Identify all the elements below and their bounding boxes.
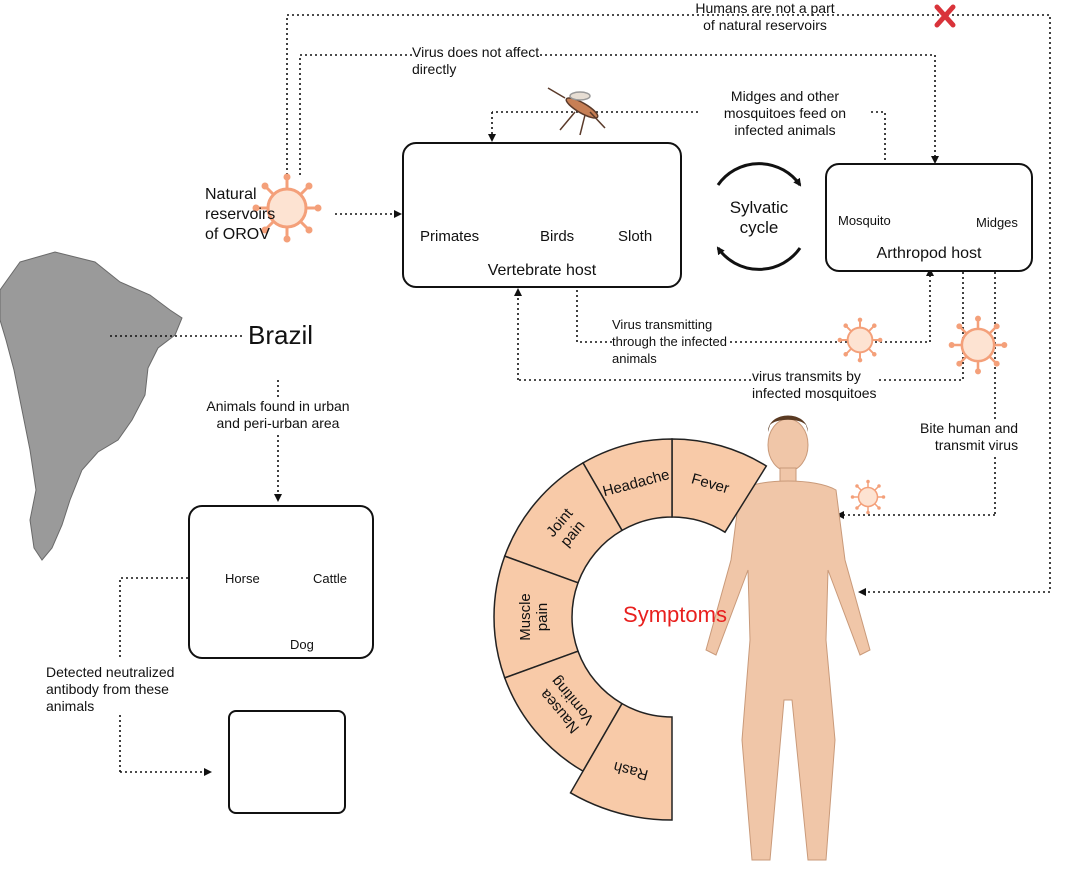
animal-label-horse: Horse xyxy=(225,571,260,586)
virus-affect-note: Virus does not affect directly xyxy=(412,44,540,78)
reservoir-label-line: of OROV xyxy=(205,226,270,243)
bite-note: Bite human and transmit virus xyxy=(920,420,1019,454)
animal-label-dog: Dog xyxy=(290,637,314,652)
antibody-line: animals xyxy=(46,698,95,714)
midges-feed-note: Midges and other mosquitoes feed on infe… xyxy=(700,88,870,139)
virus-affect-line: Virus does not affect xyxy=(412,44,540,60)
symptoms-ring: FeverHeadacheJointpainMusclepainNauseaVo… xyxy=(493,438,768,821)
transmitting-line: through the infected xyxy=(612,334,727,349)
animal-label-cattle: Cattle xyxy=(313,571,347,586)
midges-feed-line: mosquitoes feed on xyxy=(723,105,847,121)
transmits-line: infected mosquitoes xyxy=(752,385,877,401)
insect-label-mosquito: Mosquito xyxy=(838,213,891,228)
symptom-segment xyxy=(569,702,673,821)
mosquito-icon xyxy=(547,87,606,136)
flow-connectors xyxy=(110,14,1051,776)
symptom-segment xyxy=(671,438,768,534)
animal-label-sloth: Sloth xyxy=(618,228,653,245)
urban-line: Animals found in urban xyxy=(206,398,350,414)
symptom-segment xyxy=(493,555,579,679)
symptom-label: Musclepain xyxy=(517,593,551,641)
bite-line: transmit virus xyxy=(934,437,1019,453)
humans-note: Humans are not a part of natural reservo… xyxy=(680,0,850,34)
vertebrate-host-box xyxy=(402,142,682,288)
bite-line: Bite human and xyxy=(920,420,1019,436)
virus-icon xyxy=(836,316,884,364)
symptom-segment xyxy=(581,438,673,532)
midges-feed-line: infected animals xyxy=(734,122,836,138)
symptom-segment xyxy=(503,461,624,584)
reservoir-label-line: Natural xyxy=(205,186,257,203)
antibody-box xyxy=(228,710,346,814)
domestic-animals-box xyxy=(188,505,374,659)
cross-icon xyxy=(934,4,956,28)
vertebrate-host-title: Vertebrate host xyxy=(487,262,597,279)
animal-label-birds: Birds xyxy=(540,228,575,245)
sylvatic-line: cycle xyxy=(739,218,779,237)
virus-affect-line: directly xyxy=(412,61,457,77)
sylvatic-line: Sylvatic xyxy=(729,198,789,217)
humans-note-line: of natural reservoirs xyxy=(703,17,827,33)
reservoir-label-line: reservoirs xyxy=(205,206,276,223)
symptoms-title: Symptoms xyxy=(623,602,727,627)
sylvatic-cycle-arrows xyxy=(716,162,802,271)
transmits-note: virus transmits by infected mosquitoes xyxy=(752,368,877,402)
antibody-line: Detected neutralized xyxy=(46,664,175,680)
reservoir-label: Natural reservoirs of OROV xyxy=(205,185,275,245)
midges-feed-line: Midges and other xyxy=(730,88,840,104)
antibody-line: antibody from these xyxy=(46,681,169,697)
human-figure xyxy=(705,415,871,861)
transmitting-line: Virus transmitting xyxy=(612,317,713,332)
animal-label-primates: Primates xyxy=(420,228,480,245)
brazil-label: Brazil xyxy=(248,320,314,350)
virus-icon xyxy=(850,479,886,515)
transmitting-line: animals xyxy=(612,351,657,366)
symptom-segment xyxy=(503,650,624,773)
arthropod-host-box xyxy=(825,163,1033,272)
urban-note: Animals found in urban and peri-urban ar… xyxy=(190,398,366,432)
virus-icon xyxy=(947,314,1009,376)
transmitting-note: Virus transmitting through the infected … xyxy=(612,316,727,367)
sylvatic-cycle-label: Sylvatic cycle xyxy=(712,198,806,238)
insect-label-midges: Midges xyxy=(976,215,1018,230)
arthropod-host-title: Arthropod host xyxy=(876,245,982,262)
transmits-line: virus transmits by xyxy=(752,368,861,384)
urban-line: and peri-urban area xyxy=(216,415,340,431)
south-america-map xyxy=(0,251,183,561)
humans-note-line: Humans are not a part xyxy=(695,0,835,16)
antibody-note: Detected neutralized antibody from these… xyxy=(46,664,175,715)
